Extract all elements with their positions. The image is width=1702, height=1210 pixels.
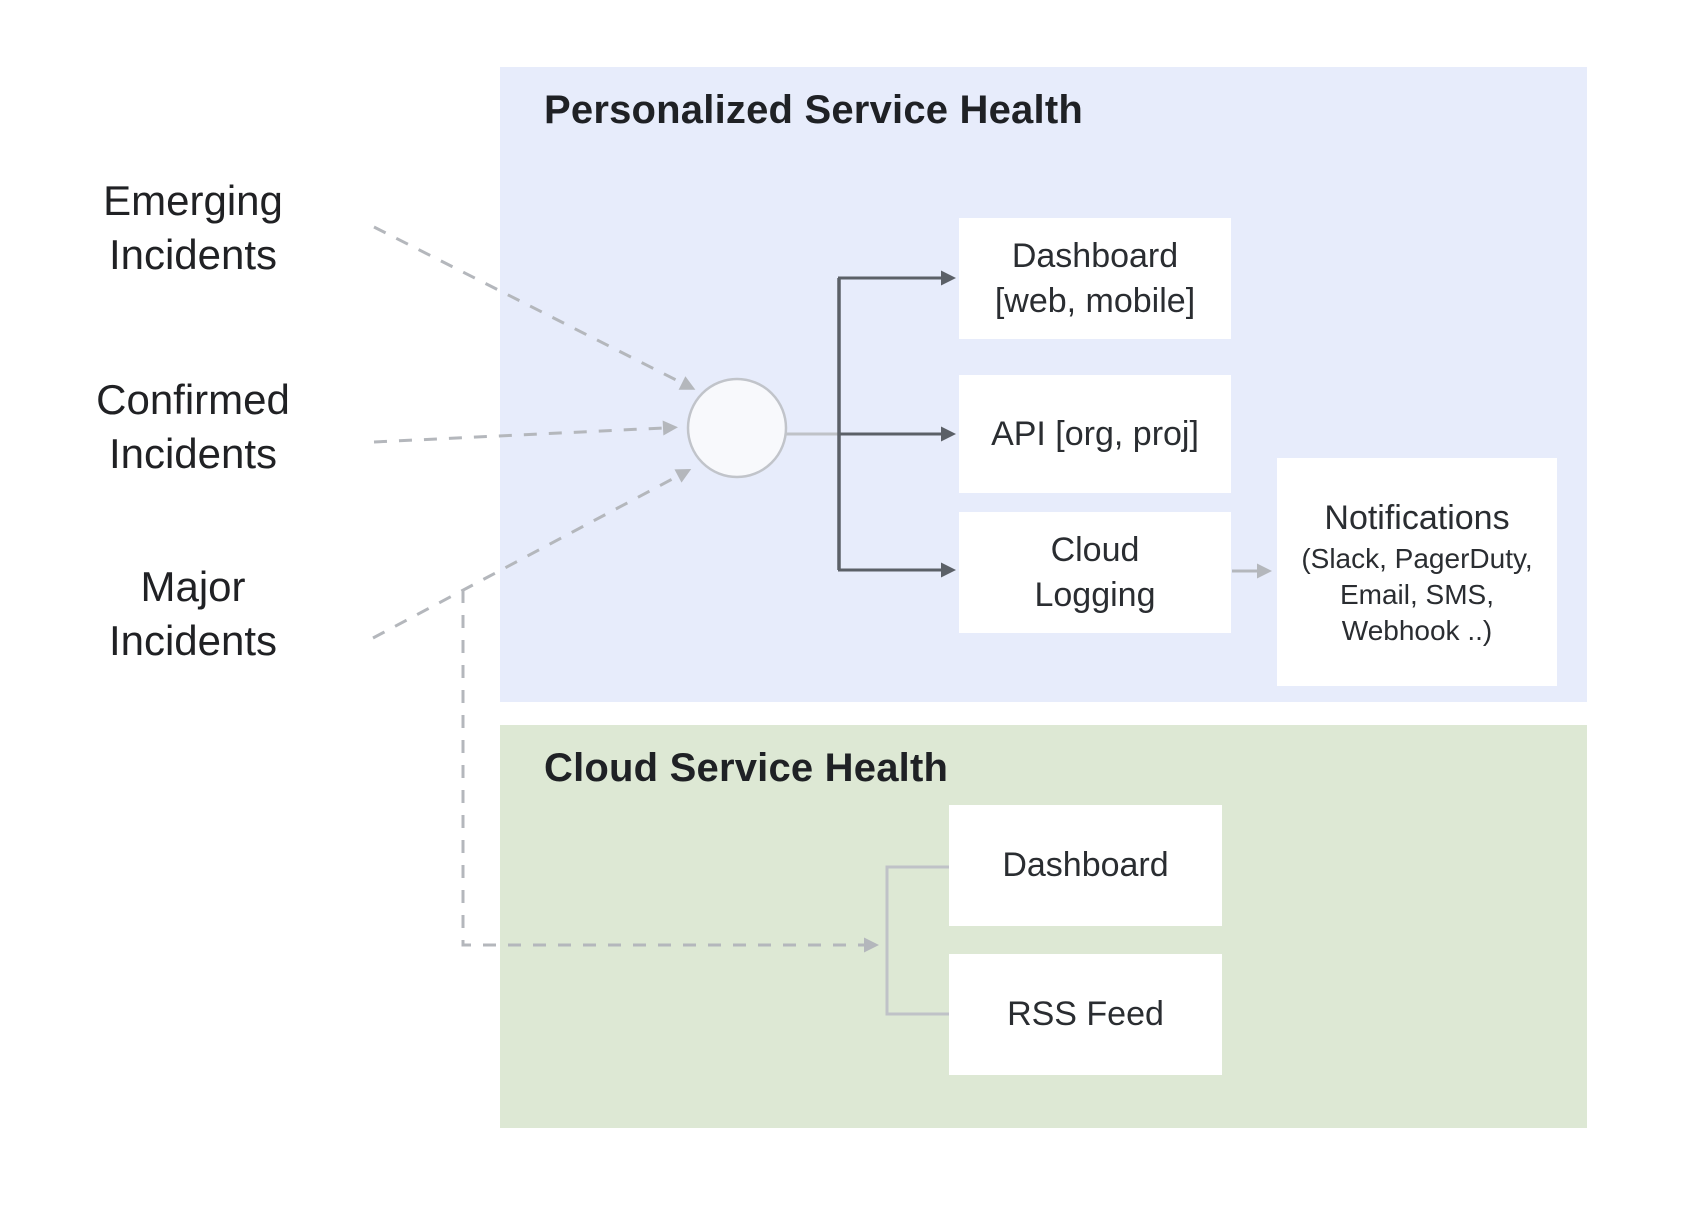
- dashboard-web-mobile-node: Dashboard [web, mobile]: [959, 218, 1231, 339]
- major-incidents-label: Major Incidents: [108, 563, 278, 664]
- rss-feed-node: RSS Feed: [949, 954, 1222, 1075]
- personalized-panel-title: Personalized Service Health: [544, 88, 1083, 132]
- api-node: API [org, proj]: [959, 375, 1231, 493]
- cloud-panel-title: Cloud Service Health: [544, 746, 949, 790]
- confirmed-incidents-label: Confirmed Incidents: [96, 376, 290, 477]
- cloud-logging-node: Cloud Logging: [959, 512, 1231, 633]
- notifications-node: Notifications (Slack, PagerDuty, Email, …: [1277, 458, 1557, 686]
- emerging-incidents-label: Emerging Incidents: [103, 177, 283, 278]
- cloud-dashboard-node: Dashboard: [949, 805, 1222, 926]
